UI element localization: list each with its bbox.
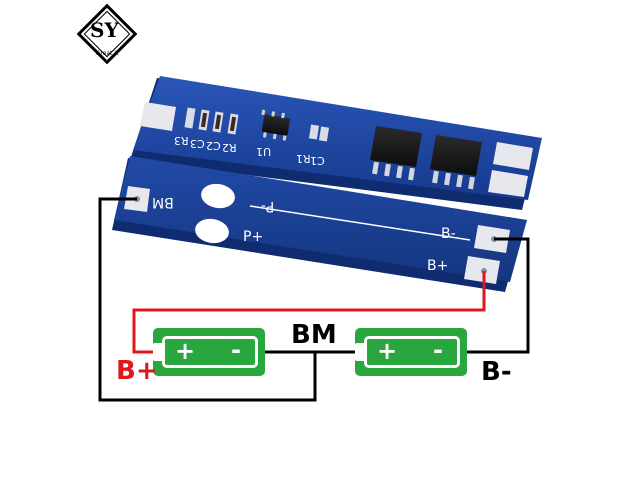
battery-1: + - [153, 328, 265, 376]
label-b-plus: B+ [116, 356, 158, 386]
label-bm: BM [291, 320, 337, 350]
silk-r1: R1 [296, 152, 311, 165]
b-plus-wire [132, 271, 486, 354]
b-minus-wire [467, 237, 530, 354]
battery-2: + - [355, 328, 467, 376]
logo-monogram: SY [90, 18, 119, 42]
silk-b-plus: B+ [427, 258, 449, 274]
battery-2-minus: - [433, 336, 443, 364]
silk-r3: R3 [174, 134, 189, 147]
silk-c3: C3 [190, 137, 205, 150]
battery-2-plus: + [377, 337, 398, 365]
silk-b-minus: B- [441, 226, 456, 242]
silk-u1: U1 [256, 145, 272, 158]
brand-logo [77, 4, 137, 64]
silk-p-minus: P- [261, 198, 275, 214]
wiring [98, 197, 530, 402]
silk-c1: C1 [310, 154, 325, 167]
label-b-minus: B- [481, 357, 512, 387]
top-board [130, 76, 542, 210]
battery-1-plus: + [175, 337, 196, 365]
silk-r2: R2 [222, 141, 237, 154]
silk-bm: BM [152, 194, 174, 210]
logo-tagline: Great it [95, 50, 119, 57]
battery-1-body [162, 336, 258, 368]
battery-1-terminal [153, 343, 162, 361]
bottom-board [112, 156, 527, 292]
battery-2-body [364, 336, 460, 368]
battery-1-minus: - [231, 336, 241, 364]
battery-2-terminal [355, 343, 364, 361]
silk-p-plus: P+ [243, 229, 264, 245]
silk-c2: C2 [206, 139, 221, 152]
